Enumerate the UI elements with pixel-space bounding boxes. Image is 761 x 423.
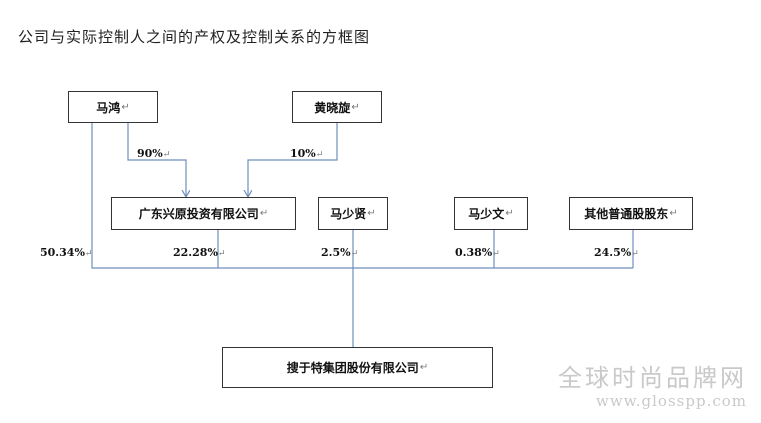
- node-ma-hong: 马鸿↵: [68, 91, 158, 123]
- diagram-title: 公司与实际控制人之间的产权及控制关系的方框图: [18, 28, 371, 46]
- pct-huang-guangdong: 10%↵: [290, 147, 324, 160]
- node-huang-xiaoxuan-label: 黄晓旋: [314, 100, 351, 115]
- watermark-text: 全球时尚品牌网: [558, 364, 747, 392]
- edge-mahong-guangdong: [127, 122, 186, 196]
- paragraph-mark: ↵: [351, 101, 360, 113]
- node-ma-shaoxian: 马少贤↵: [318, 197, 388, 230]
- node-ma-shaowen: 马少文↵: [454, 197, 528, 230]
- pct-others-soyute: 24.5%↵: [594, 246, 639, 259]
- pct-mashaowen-soyute: 0.38%↵: [455, 246, 500, 259]
- pct-guangdong-soyute: 22.28%↵: [173, 246, 226, 259]
- pct-mahong-soyute: 50.34%↵: [40, 246, 93, 259]
- pct-mahong-guangdong: 90%↵: [137, 147, 171, 160]
- node-other-shareholders-label: 其他普通股股东: [584, 207, 669, 221]
- paragraph-mark: ↵: [419, 362, 429, 373]
- edge-huang-guangdong: [248, 122, 338, 196]
- paragraph-mark: ↵: [505, 208, 514, 219]
- paragraph-mark: ↵: [121, 101, 130, 113]
- node-ma-shaowen-label: 马少文: [468, 207, 505, 221]
- node-soyute-label: 搜于特集团股份有限公司: [286, 361, 419, 375]
- paragraph-mark: ↵: [259, 208, 269, 219]
- watermark-url: www.glosspp.com: [596, 392, 747, 410]
- node-huang-xiaoxuan: 黄晓旋↵: [292, 91, 382, 123]
- paragraph-mark: ↵: [367, 208, 376, 219]
- pct-mashaoxian-soyute: 2.5%↵: [321, 246, 359, 259]
- node-guangdong-xingyuan-label: 广东兴原投资有限公司: [138, 207, 259, 221]
- node-ma-shaoxian-label: 马少贤: [330, 207, 367, 221]
- node-other-shareholders: 其他普通股股东↵: [569, 197, 693, 230]
- node-guangdong-xingyuan: 广东兴原投资有限公司↵: [111, 197, 296, 230]
- node-ma-hong-label: 马鸿: [96, 100, 121, 115]
- node-soyute: 搜于特集团股份有限公司↵: [222, 347, 493, 388]
- edge-mahong-bus: [91, 122, 353, 269]
- paragraph-mark: ↵: [669, 208, 678, 219]
